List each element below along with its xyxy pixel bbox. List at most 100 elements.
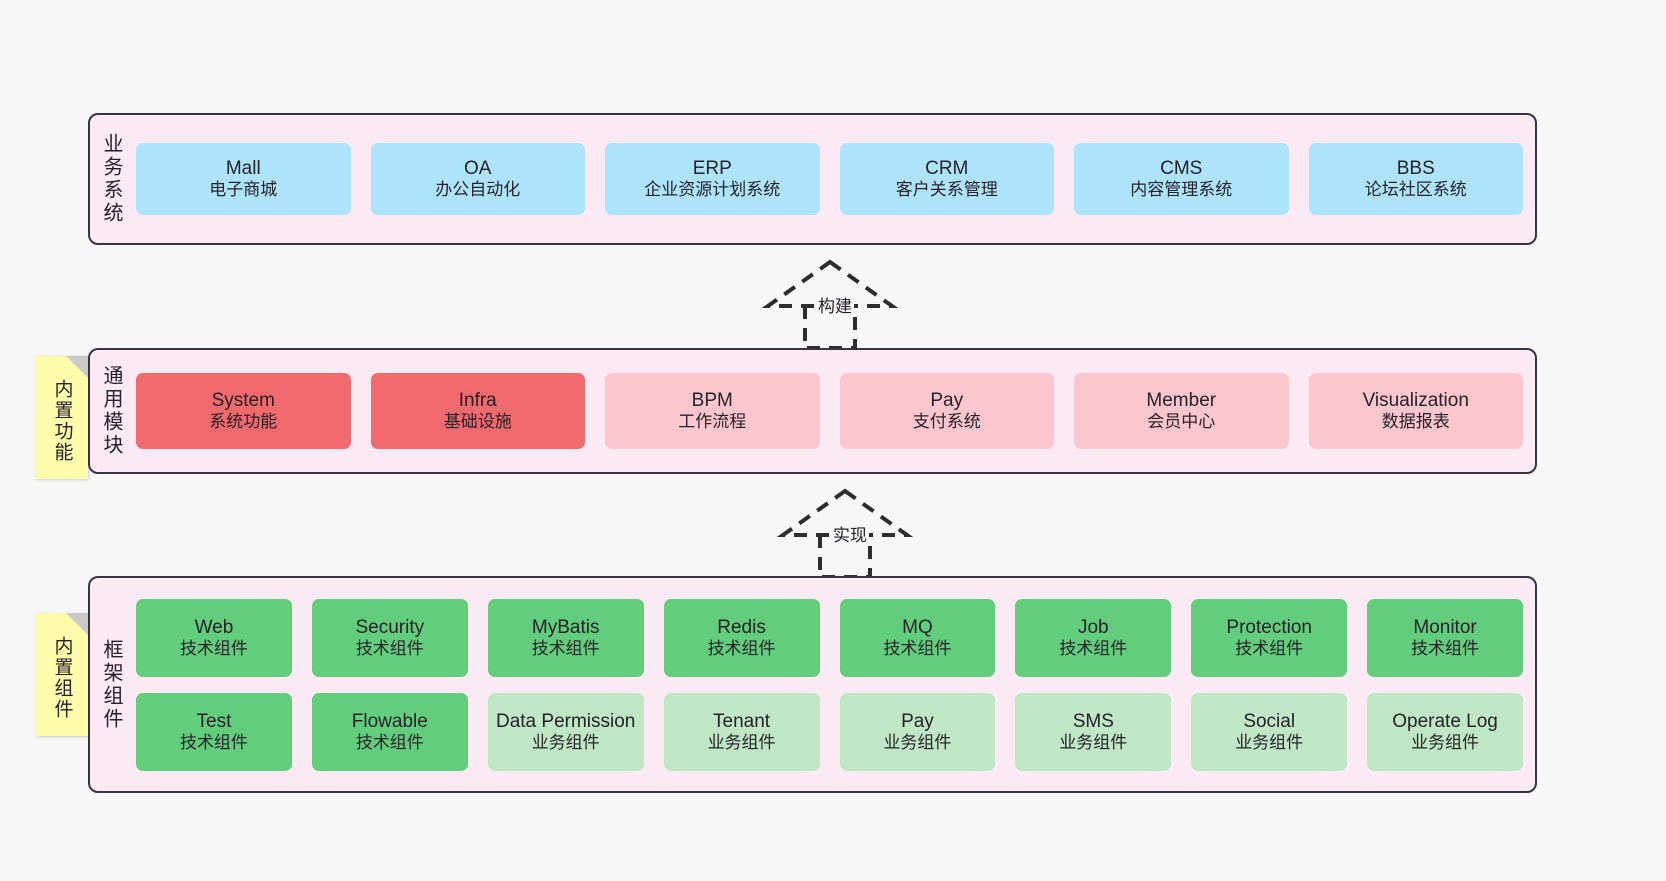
node-erp[interactable]: ERP 企业资源计划系统 [605,143,820,215]
node-title: Pay [901,710,934,732]
node-sms[interactable]: SMS 业务组件 [1015,692,1172,771]
node-mq[interactable]: MQ 技术组件 [839,598,996,677]
node-title: Visualization [1362,390,1469,412]
layer-framework-component: 框架组件 Web 技术组件 Security 技术组件 MyBatis 技术组件 [88,576,1537,793]
node-title: Tenant [713,710,771,732]
node-title: Monitor [1413,616,1477,638]
node-row: Test 技术组件 Flowable 技术组件 Data Permission … [136,692,1523,771]
layer-body-common-module: System 系统功能 Infra 基础设施 BPM 工作流程 Pay 支付系统 [132,350,1535,472]
node-bpm[interactable]: BPM 工作流程 [605,373,820,449]
node-system[interactable]: System 系统功能 [136,373,351,449]
connector-build: 构建 [755,258,905,350]
node-row: System 系统功能 Infra 基础设施 BPM 工作流程 Pay 支付系统 [136,373,1523,449]
node-title: Protection [1226,616,1312,638]
node-row: Mall 电子商城 OA 办公自动化 ERP 企业资源计划系统 CRM 客户关系… [136,143,1523,215]
connector-implement: 实现 [770,487,920,579]
node-subtitle: 技术组件 [1059,638,1128,658]
node-title: Job [1077,616,1109,638]
node-title: Social [1243,710,1296,732]
node-mybatis[interactable]: MyBatis 技术组件 [487,598,644,677]
node-operate-log[interactable]: Operate Log 业务组件 [1367,692,1523,771]
node-subtitle: 基础设施 [443,412,512,432]
node-redis[interactable]: Redis 技术组件 [663,598,820,677]
layer-body-business-system: Mall 电子商城 OA 办公自动化 ERP 企业资源计划系统 CRM 客户关系… [132,115,1535,243]
node-title: OA [464,158,492,180]
node-title: SMS [1072,710,1114,732]
node-flowable[interactable]: Flowable 技术组件 [311,692,468,771]
sticky-note-builtin-functions: 内置功能 [36,356,88,479]
node-social[interactable]: Social 业务组件 [1191,692,1348,771]
node-title: CRM [925,158,969,180]
node-infra[interactable]: Infra 基础设施 [370,373,585,449]
node-subtitle: 业务组件 [707,732,776,752]
sticky-fold-corner [66,356,88,378]
node-subtitle: 工作流程 [678,412,747,432]
node-subtitle: 内容管理系统 [1130,180,1233,200]
node-title: Flowable [351,710,428,732]
sticky-fold-corner [66,613,88,635]
node-oa[interactable]: OA 办公自动化 [370,143,585,215]
layer-common-module: 通用模块 System 系统功能 Infra 基础设施 BPM 工作流程 [88,348,1537,474]
node-subtitle: 数据报表 [1381,412,1450,432]
node-subtitle: 技术组件 [355,638,424,658]
node-member[interactable]: Member 会员中心 [1074,373,1289,449]
node-title: CMS [1160,158,1203,180]
connector-implement-label: 实现 [831,521,869,546]
node-subtitle: 论坛社区系统 [1364,180,1467,200]
node-data-permission[interactable]: Data Permission 业务组件 [487,692,644,771]
node-title: BBS [1396,158,1435,180]
node-title: Test [196,710,232,732]
node-web[interactable]: Web 技术组件 [136,598,292,677]
node-title: MyBatis [531,616,600,638]
node-mall[interactable]: Mall 电子商城 [136,143,351,215]
node-title: Infra [458,390,497,412]
node-pay-module[interactable]: Pay 支付系统 [839,373,1054,449]
node-subtitle: 业务组件 [1235,732,1304,752]
layer-business-system: 业务系统 Mall 电子商城 OA 办公自动化 ERP 企业资源计划系统 [88,113,1537,245]
layer-title-business-system: 业务系统 [100,133,122,225]
sticky-note-label: 内置组件 [51,635,73,720]
node-visualization[interactable]: Visualization 数据报表 [1308,373,1523,449]
node-subtitle: 电子商城 [209,180,278,200]
node-subtitle: 技术组件 [883,638,952,658]
node-subtitle: 支付系统 [912,412,981,432]
node-test[interactable]: Test 技术组件 [136,692,292,771]
node-subtitle: 业务组件 [883,732,952,752]
node-subtitle: 技术组件 [1411,638,1480,658]
layer-title-common-module: 通用模块 [100,365,122,457]
node-title: Data Permission [495,710,636,732]
node-protection[interactable]: Protection 技术组件 [1191,598,1348,677]
node-title: Pay [930,390,964,412]
node-title: Operate Log [1392,710,1498,732]
node-subtitle: 技术组件 [179,732,248,752]
node-title: Redis [717,616,766,638]
node-security[interactable]: Security 技术组件 [311,598,468,677]
node-subtitle: 技术组件 [531,638,600,658]
node-row: Web 技术组件 Security 技术组件 MyBatis 技术组件 Redi… [136,598,1523,677]
node-tenant[interactable]: Tenant 业务组件 [663,692,820,771]
node-subtitle: 业务组件 [1059,732,1128,752]
node-subtitle: 系统功能 [209,412,278,432]
node-crm[interactable]: CRM 客户关系管理 [839,143,1054,215]
node-title: BPM [691,390,733,412]
node-subtitle: 会员中心 [1147,412,1216,432]
node-title: Security [355,616,425,638]
node-subtitle: 企业资源计划系统 [644,180,781,200]
node-subtitle: 技术组件 [1235,638,1304,658]
layer-title-framework-component: 框架组件 [100,638,122,731]
node-subtitle: 技术组件 [707,638,776,658]
node-title: Web [194,616,234,638]
node-title: Mall [225,158,261,180]
node-subtitle: 业务组件 [1411,732,1480,752]
node-bbs[interactable]: BBS 论坛社区系统 [1308,143,1523,215]
node-subtitle: 办公自动化 [435,180,521,200]
node-pay-component[interactable]: Pay 业务组件 [839,692,996,771]
sticky-note-label: 内置功能 [51,378,73,463]
node-monitor[interactable]: Monitor 技术组件 [1367,598,1523,677]
node-title: MQ [902,616,933,638]
node-job[interactable]: Job 技术组件 [1015,598,1172,677]
sticky-note-builtin-components: 内置组件 [36,613,88,736]
node-cms[interactable]: CMS 内容管理系统 [1074,143,1289,215]
node-title: ERP [692,158,732,180]
